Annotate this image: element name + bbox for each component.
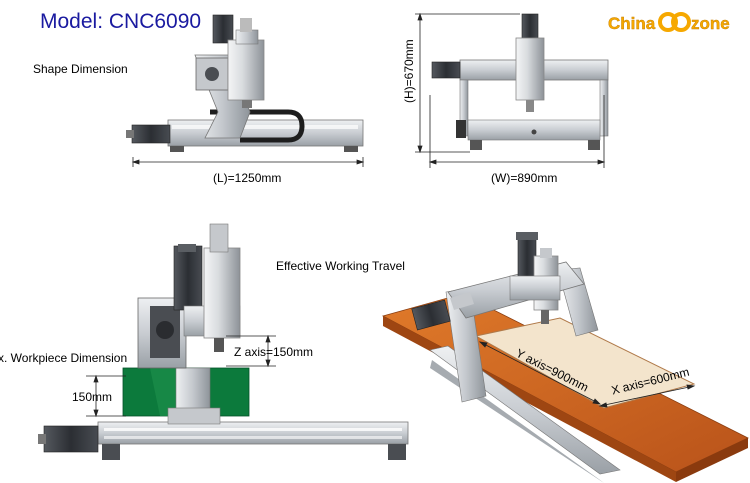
height-dimension-line — [415, 12, 520, 154]
x-axis-dimension-line — [598, 384, 696, 408]
width-label: (W)=890mm — [491, 171, 558, 185]
side-gantry-plate — [194, 54, 251, 139]
height-label: (H)=670mm — [402, 39, 416, 103]
workpiece-height-label: 150mm — [72, 390, 113, 404]
y-axis-dimension-line — [478, 341, 602, 405]
isometric-view-drawing — [381, 232, 749, 483]
logo-word-right: zone — [691, 14, 730, 33]
length-label: (L)=1250mm — [213, 171, 282, 185]
front-view-drawing — [431, 13, 609, 150]
z-axis-dimension-line — [226, 334, 276, 368]
logo-word-left: China — [608, 14, 656, 33]
model-title: Model: CNC6090 — [40, 10, 202, 33]
shape-dimension-heading: Shape Dimension — [33, 62, 128, 76]
z-axis-label: Z axis=150mm — [234, 345, 314, 359]
workpiece-height-dimension-line — [86, 374, 126, 418]
workpiece-view-drawing — [38, 223, 409, 460]
width-dimension-line — [428, 95, 606, 168]
effective-travel-heading: Effective Working Travel — [276, 259, 405, 273]
side-spindle — [212, 14, 265, 108]
chinacnczone-logo: China zone — [608, 10, 740, 34]
length-dimension-line — [131, 157, 365, 167]
logo-cnc-mark — [658, 12, 691, 32]
workpiece-heading: x. Workpiece Dimension — [0, 351, 128, 365]
